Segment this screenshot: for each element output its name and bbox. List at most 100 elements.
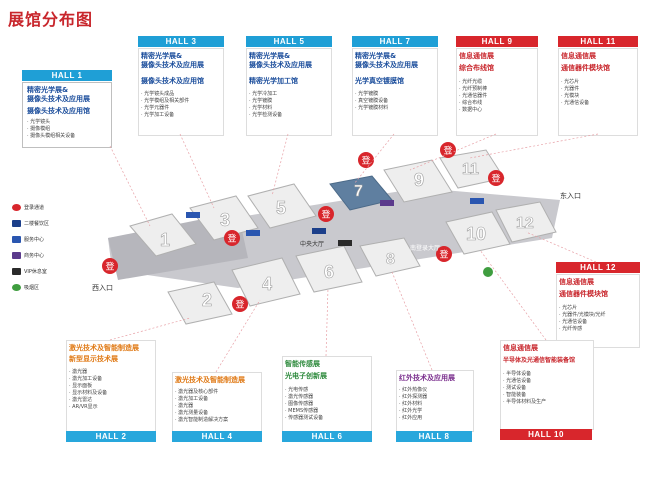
list-item: · 光电传感	[285, 387, 309, 393]
registration-marker[interactable]: 登	[440, 142, 456, 158]
hall-11-heading2: 通信器件模块馆	[561, 64, 610, 72]
hall-number: 2	[202, 290, 212, 310]
list-item: · 光学加工设备	[141, 112, 175, 118]
hall-4-items: · 激光器及核心部件 · 激光加工设备 · 激光器 · 激光测量设备 · 激光智…	[175, 389, 228, 424]
hall-number: 11	[462, 161, 479, 178]
hall-1-panel: 精密光学展& 摄像头技术及应用展 摄像头技术及应用馆 · 光学镜头 · 摄像模组…	[22, 82, 112, 148]
hall-10-panel: 信息通信展 半导体及光通信智能装备馆 · 半导体设备 · 光通信设备 · 测试设…	[500, 340, 594, 430]
list-item: · 光学元器件	[141, 105, 170, 111]
list-item: · 真空镀膜设备	[355, 98, 389, 104]
hall-3-heading3: 摄像头技术及应用馆	[141, 77, 204, 85]
list-item: · 显示材料及设备	[69, 390, 108, 396]
page-title: 展馆分布图	[8, 10, 94, 29]
hall-2-heading2: 新型显示技术展	[69, 355, 118, 363]
list-item: · 光学材料	[249, 105, 273, 111]
legend-item-vip: VIP休息室	[12, 266, 47, 276]
hall-5-panel: 精密光学展& 摄像头技术及应用展 精密光学加工馆 · 光学冷加工 · 光学镀膜 …	[246, 48, 332, 136]
hall-number: 5	[276, 198, 286, 218]
list-item: · 光通信设备	[561, 100, 590, 106]
hall-number: 9	[414, 170, 424, 190]
list-item: · 激光器	[175, 403, 194, 409]
hall-9-heading1: 信息通信展	[459, 52, 494, 60]
hall-4-block[interactable]	[231, 257, 301, 307]
hall-12-heading2: 通信器件模块馆	[559, 290, 608, 298]
hall-1-tab[interactable]: HALL 1	[22, 70, 112, 81]
registration-marker[interactable]: 登	[318, 206, 334, 222]
south-hall-label: 南登录大厅	[410, 244, 440, 252]
registration-marker[interactable]: 登	[232, 296, 248, 312]
hall-8-block[interactable]	[359, 237, 421, 277]
list-item: · 显示面板	[69, 383, 93, 389]
list-item: · 半导体设备	[503, 371, 532, 377]
legend-label: 二楼餐饮区	[24, 220, 50, 227]
svg-text:登: 登	[361, 156, 370, 167]
list-item: · 光学镜头	[27, 119, 51, 125]
hall-10-tab[interactable]: HALL 10	[500, 429, 592, 440]
hall-9-tab[interactable]: HALL 9	[456, 36, 538, 47]
hall-5-block[interactable]	[247, 183, 317, 229]
hall-3-heading2: 摄像头技术及应用展	[141, 61, 204, 69]
hall-8-items: · 红外热像仪 · 红外探测器 · 红外材料 · 红外光学 · 红外应用	[399, 387, 427, 422]
legend-label: VIP休息室	[24, 268, 47, 275]
svg-text:登: 登	[105, 262, 114, 273]
hall-8-tab[interactable]: HALL 8	[396, 431, 472, 442]
registration-marker[interactable]: 登	[224, 230, 240, 246]
registration-marker[interactable]: 登	[488, 170, 504, 186]
hall-7-panel: 精密光学展& 摄像头技术及应用展 光学真空镀膜馆 · 光学镀膜 · 真空镀膜设备…	[352, 48, 438, 136]
list-item: · 光模块	[561, 93, 580, 99]
list-item: · 激光智能制造解决方案	[175, 417, 229, 423]
hall-1-block[interactable]	[129, 213, 197, 257]
list-item: · 智能装备	[503, 392, 527, 398]
smoking-icon	[483, 267, 493, 277]
hall-9-block[interactable]	[383, 159, 453, 203]
hall-10-heading1: 信息通信展	[503, 344, 538, 352]
hall-6-tab[interactable]: HALL 6	[282, 431, 372, 442]
registration-marker[interactable]: 登	[436, 246, 452, 262]
legend-item-registration: 登录通道	[12, 202, 44, 212]
list-item: · 激光器及核心部件	[175, 389, 219, 395]
hall-10-block[interactable]	[445, 211, 511, 255]
hall-11-heading1: 信息通信展	[561, 52, 596, 60]
hall-10-items: · 半导体设备 · 光通信设备 · 测试设备 · 智能装备 · 半导体材料及生产	[503, 371, 546, 406]
list-item: · 红外应用	[399, 415, 423, 421]
service-marker	[470, 198, 484, 204]
hall-11-tab[interactable]: HALL 11	[558, 36, 638, 47]
hall-2-tab[interactable]: HALL 2	[66, 431, 156, 442]
list-item: · 光学镀膜	[355, 91, 379, 97]
hall-2-block[interactable]	[167, 281, 233, 325]
list-item: · 光芯片	[559, 305, 578, 311]
central-corridor	[108, 188, 560, 288]
legend-label: 登录通道	[24, 204, 45, 211]
list-item: · 光通信器件	[459, 93, 488, 99]
dining-icon	[12, 219, 21, 227]
hall-5-tab[interactable]: HALL 5	[246, 36, 332, 47]
legend-item-dining: 二楼餐饮区	[12, 218, 49, 228]
hall-number: 1	[160, 230, 170, 250]
legend-item-business: 商务中心	[12, 250, 44, 260]
list-item: · 光学镜头成品	[141, 91, 175, 97]
list-item: · 光学镀膜材料	[355, 105, 389, 111]
hall-12-block[interactable]	[495, 201, 557, 243]
registration-icon	[12, 203, 21, 211]
registration-marker[interactable]: 登	[358, 152, 374, 168]
hall-12-heading1: 信息通信展	[559, 278, 594, 286]
hall-6-items: · 光电传感 · 激光传感器 · 图像传感器 · MEMS传感器 · 传感器测试…	[285, 387, 323, 422]
hall-5-heading2: 摄像头技术及应用展	[249, 61, 312, 69]
svg-text:登: 登	[491, 174, 500, 185]
svg-text:登: 登	[235, 300, 244, 311]
hall-12-tab[interactable]: HALL 12	[556, 262, 640, 273]
hall-4-tab[interactable]: HALL 4	[172, 431, 262, 442]
hall-3-tab[interactable]: HALL 3	[138, 36, 224, 47]
hall-number: 8	[386, 251, 395, 268]
service-icon	[12, 235, 21, 243]
hall-2-heading1: 激光技术及智能制造展	[69, 344, 139, 352]
list-item: · 激光器	[69, 369, 88, 375]
business-marker	[380, 200, 394, 206]
list-item: · 摄像头模组相关设备	[27, 133, 76, 139]
hall-9-items: · 光纤光缆 · 光纤预制棒 · 光通信器件 · 综合布线 · 数据中心	[459, 79, 487, 114]
hall-7-tab[interactable]: HALL 7	[352, 36, 438, 47]
hall-10-heading2: 半导体及光通信智能装备馆	[503, 357, 576, 364]
hall-3-block[interactable]	[189, 195, 259, 241]
registration-marker[interactable]: 登	[102, 258, 118, 274]
hall-6-block[interactable]	[295, 245, 363, 293]
